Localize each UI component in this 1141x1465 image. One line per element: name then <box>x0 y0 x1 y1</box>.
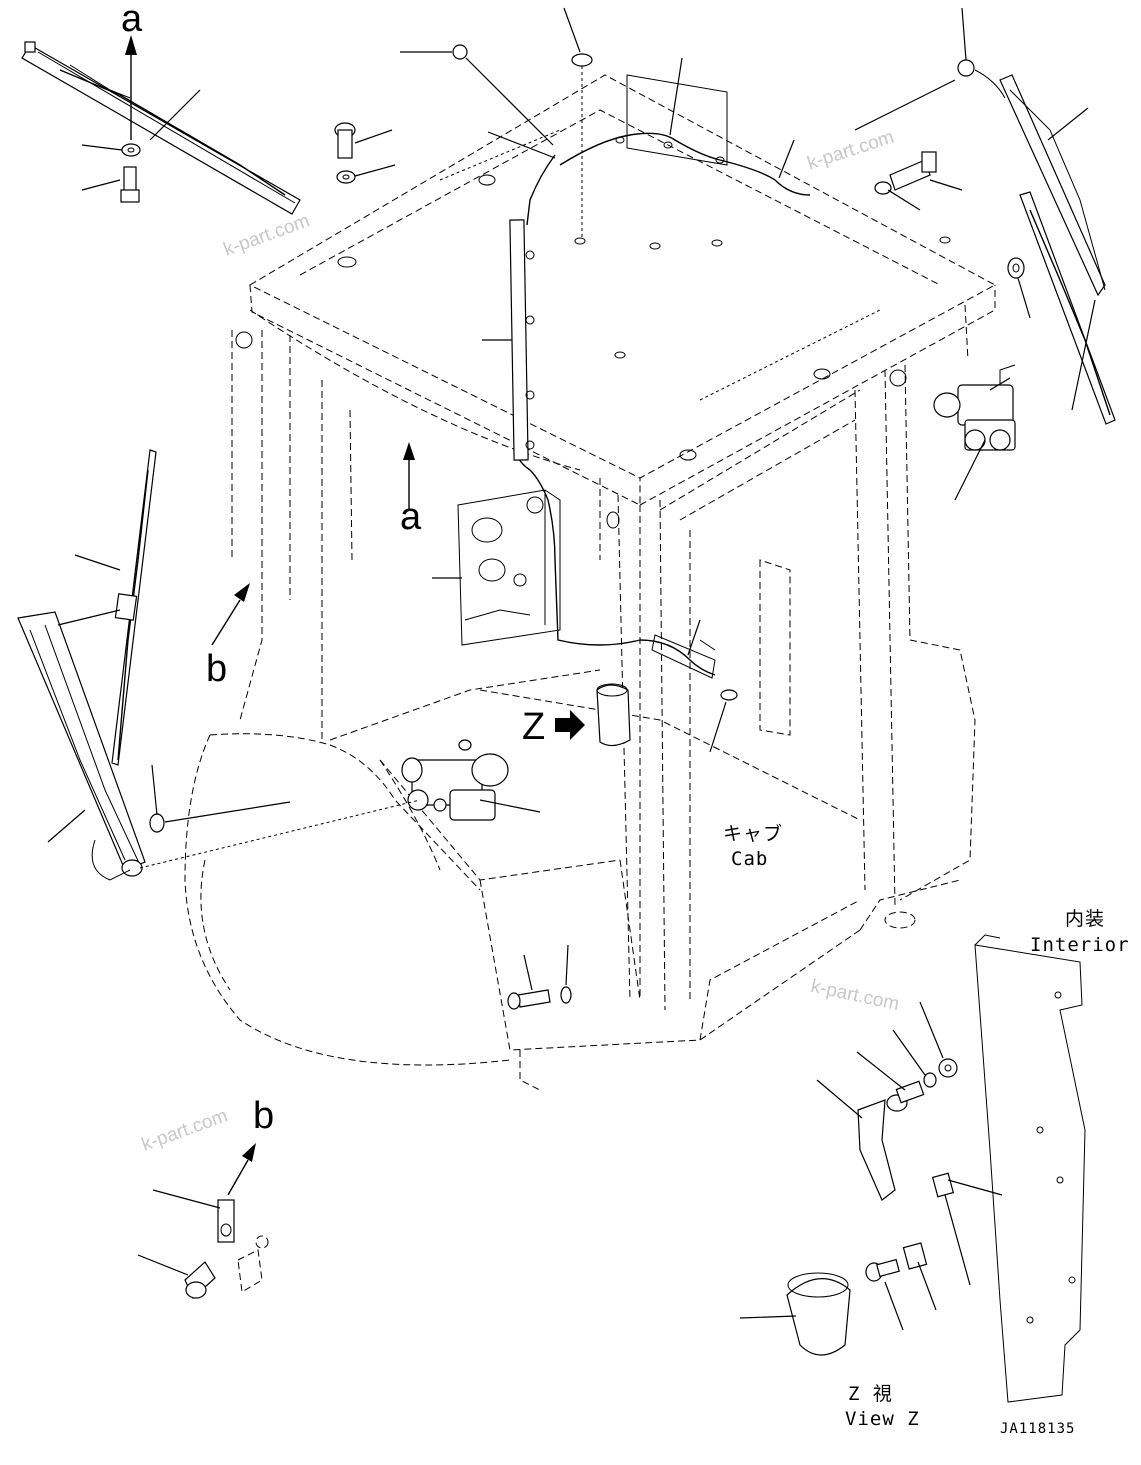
cab-frame <box>231 304 976 1091</box>
wiper-blade-front-left <box>111 449 157 766</box>
wiper-motor-rear <box>933 364 1016 451</box>
view-label-b-left: b <box>206 648 228 690</box>
wiper-blade-rear <box>1007 191 1116 425</box>
cab-roof <box>248 74 997 506</box>
view-label-a-mid: a <box>400 496 422 538</box>
holder-in-cab <box>596 683 631 747</box>
view-label-z: Z <box>522 706 546 748</box>
view-label-a-top: a <box>121 0 143 40</box>
floor-bolt <box>507 986 572 1010</box>
interior-label-en: Interior <box>1030 934 1130 956</box>
wiper-arm-rear <box>957 59 1106 297</box>
wiper-arm-front <box>17 611 165 881</box>
interior-panel <box>974 934 1086 1403</box>
view-z-label-jp: Z 視 <box>848 1383 893 1405</box>
wiper-blade-front-top <box>21 41 301 215</box>
leader-lines <box>47 7 1096 1331</box>
bolt-top-right <box>874 151 937 195</box>
interior-label-jp: 内装 <box>1065 908 1106 930</box>
bracket-hardware <box>857 1058 958 1201</box>
wiper-motor-front <box>401 739 509 821</box>
view-z-label-en: View Z <box>845 1408 920 1430</box>
view-label-b-bottom: b <box>253 1095 275 1137</box>
control-box <box>457 489 561 646</box>
cab-label-jp: キャブ <box>723 823 784 845</box>
hardware-top-left <box>120 44 593 203</box>
view-arrows <box>125 35 585 1196</box>
cab-label-en: Cab <box>731 848 769 870</box>
view-z-parts <box>786 1172 955 1356</box>
b-detail-parts <box>184 1199 269 1300</box>
fender <box>184 733 916 1066</box>
drawing-code: JA118135 <box>1000 1421 1076 1437</box>
wire-harness <box>509 74 811 701</box>
